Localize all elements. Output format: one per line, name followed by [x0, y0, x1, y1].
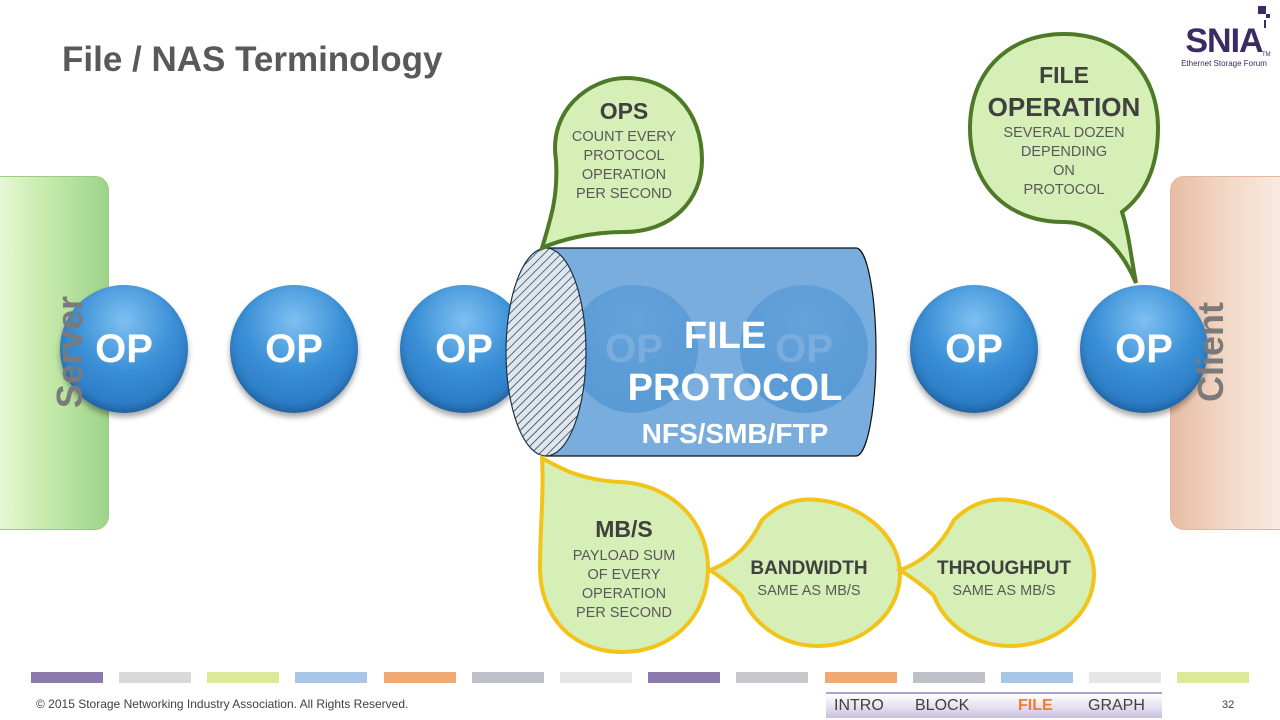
file-operation-line: PROTOCOL	[1023, 182, 1105, 198]
footer-color-square	[1089, 672, 1161, 683]
nav-item-graph[interactable]: GRAPH	[1088, 697, 1145, 714]
ops-bubble	[538, 75, 705, 252]
protocol-line1: FILE	[683, 315, 767, 357]
nav-item-intro[interactable]: INTRO	[834, 697, 884, 714]
footer-color-square	[1177, 672, 1249, 683]
footer-color-square	[825, 672, 897, 683]
footer-color-square	[207, 672, 279, 683]
footer-color-square	[119, 672, 191, 683]
footer-color-square	[384, 672, 456, 683]
file-operation-heading: OPERATION	[987, 92, 1141, 122]
mbs-line: OPERATION	[581, 586, 667, 602]
throughput-heading: THROUGHPUT	[936, 558, 1072, 579]
mbs-line: OF EVERY	[587, 567, 661, 583]
mbs-line: PER SECOND	[576, 605, 672, 621]
footer-color-square	[913, 672, 985, 683]
mbs-line: PAYLOAD SUM	[572, 548, 676, 564]
file-operation-line: DEPENDING	[1020, 144, 1108, 160]
op-circle: OP	[230, 285, 358, 413]
copyright-text: © 2015 Storage Networking Industry Assoc…	[36, 697, 409, 711]
ops-line: PER SECOND	[576, 186, 672, 202]
op-circle: OP	[910, 285, 1038, 413]
footer-color-square	[295, 672, 367, 683]
protocol-line3: NFS/SMB/FTP	[641, 418, 829, 449]
ops-line: PROTOCOL	[583, 148, 665, 164]
nav-item-block[interactable]: BLOCK	[915, 697, 970, 714]
logo-subtitle: Ethernet Storage Forum	[1181, 59, 1267, 68]
bandwidth-heading: BANDWIDTH	[750, 558, 868, 579]
page-number: 32	[1222, 699, 1235, 711]
nav-item-file[interactable]: FILE	[1018, 697, 1053, 714]
footer-color-square	[560, 672, 632, 683]
logo-square-icon	[1258, 6, 1266, 14]
throughput-bubble	[895, 497, 1097, 649]
ops-line: OPERATION	[581, 167, 667, 183]
logo-square-icon	[1266, 14, 1270, 18]
footer-color-square	[1001, 672, 1073, 683]
logo-square-icon	[1264, 20, 1266, 28]
footer-color-square	[472, 672, 544, 683]
footer-color-square	[736, 672, 808, 683]
snia-logo: SNIA TM Ethernet Storage Forum	[1176, 6, 1272, 72]
bandwidth-bubble	[705, 497, 903, 649]
file-operation-bubble	[967, 31, 1161, 284]
bandwidth-sub: SAME AS MB/S	[757, 583, 861, 599]
ops-heading: OPS	[599, 98, 649, 124]
file-protocol-cylinder	[505, 247, 877, 457]
footer-color-square	[31, 672, 103, 683]
op-circle: OP	[60, 285, 188, 413]
page-title: File / NAS Terminology	[62, 40, 443, 79]
footer-color-square	[648, 672, 720, 683]
logo-name: SNIA	[1185, 22, 1263, 60]
protocol-line2: PROTOCOL	[627, 367, 843, 409]
file-operation-line: SEVERAL DOZEN	[1003, 125, 1125, 141]
throughput-sub: SAME AS MB/S	[952, 583, 1056, 599]
file-operation-line: ON	[1053, 163, 1075, 179]
op-circle: OP	[1080, 285, 1208, 413]
ops-line: COUNT EVERY	[571, 129, 677, 145]
mbs-heading: MB/S	[595, 516, 653, 542]
logo-tm: TM	[1262, 52, 1271, 58]
file-operation-heading: FILE	[1039, 62, 1089, 88]
mbs-bubble	[537, 454, 711, 655]
section-nav: INTRO BLOCK FILE GRAPH	[826, 692, 1162, 718]
